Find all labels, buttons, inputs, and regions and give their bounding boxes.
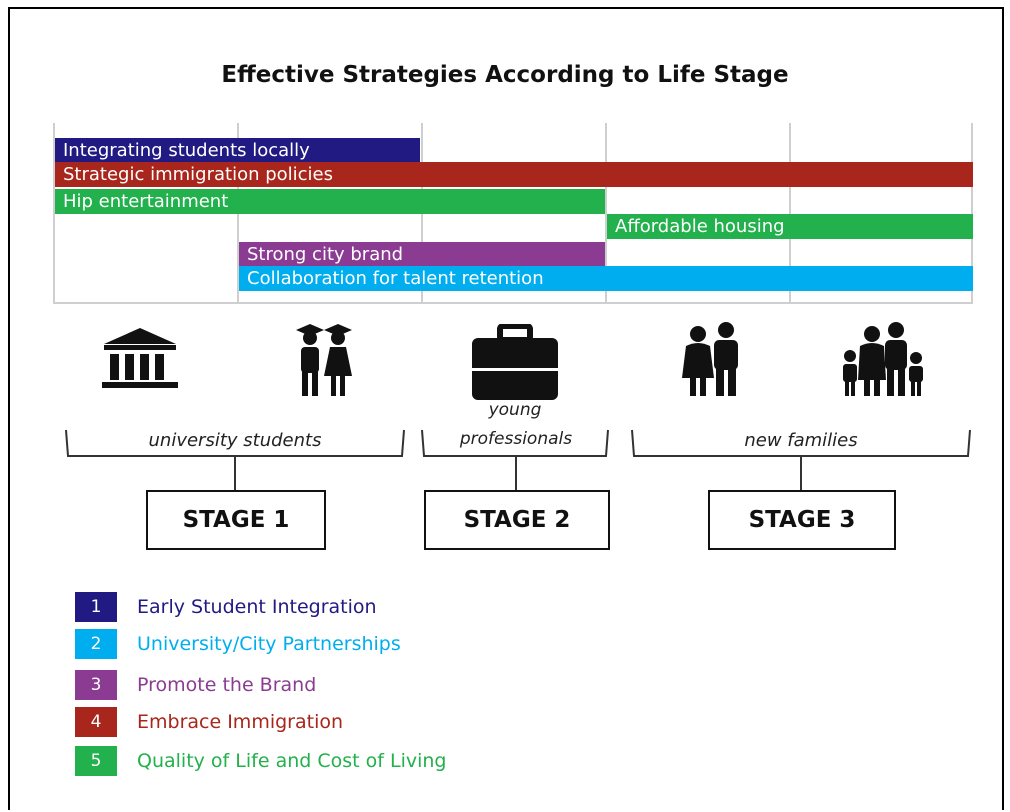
figure-title: Effective Strategies According to Life S… [221, 62, 789, 88]
figure-frame [8, 7, 1004, 810]
legend-label: Embrace Immigration [137, 711, 344, 733]
stage-1-box: STAGE 1 [146, 490, 326, 550]
legend-swatch: 4 [75, 707, 117, 737]
legend-swatch: 1 [75, 592, 117, 622]
bar-integrating-students: Integrating students locally [55, 138, 420, 163]
legend-swatch: 5 [75, 746, 117, 776]
group-label-families: new families [744, 430, 858, 451]
stage-3-box: STAGE 3 [708, 490, 896, 550]
group-label-young: young [488, 400, 542, 420]
stage-connector [515, 464, 517, 490]
bar-affordable-housing: Affordable housing [607, 214, 973, 239]
legend-label: Promote the Brand [137, 674, 317, 696]
legend-label: University/City Partnerships [137, 633, 401, 655]
briefcase-icon [472, 324, 558, 400]
group-label-university: university students [148, 430, 322, 451]
stage-2-box: STAGE 2 [424, 490, 610, 550]
grid-line [53, 123, 55, 303]
family-icon [843, 322, 923, 396]
stage-connector [234, 464, 236, 490]
group-label-professionals: professionals [459, 429, 573, 449]
legend-swatch: 3 [75, 670, 117, 700]
grid-baseline [53, 302, 973, 304]
grid-line [605, 123, 607, 303]
legend-label: Early Student Integration [137, 596, 377, 618]
couple-icon [682, 322, 738, 396]
bar-strong-city-brand: Strong city brand [239, 242, 605, 267]
university-building-icon [102, 328, 178, 388]
bar-immigration-policies: Strategic immigration policies [55, 162, 973, 187]
grid-line [789, 123, 791, 303]
stage-connector [800, 464, 802, 490]
legend-label: Quality of Life and Cost of Living [137, 750, 447, 772]
graduate-couple-icon [296, 324, 352, 396]
bar-talent-retention: Collaboration for talent retention [239, 266, 973, 291]
bar-hip-entertainment: Hip entertainment [55, 189, 605, 214]
legend-swatch: 2 [75, 629, 117, 659]
grid-line [971, 123, 973, 303]
